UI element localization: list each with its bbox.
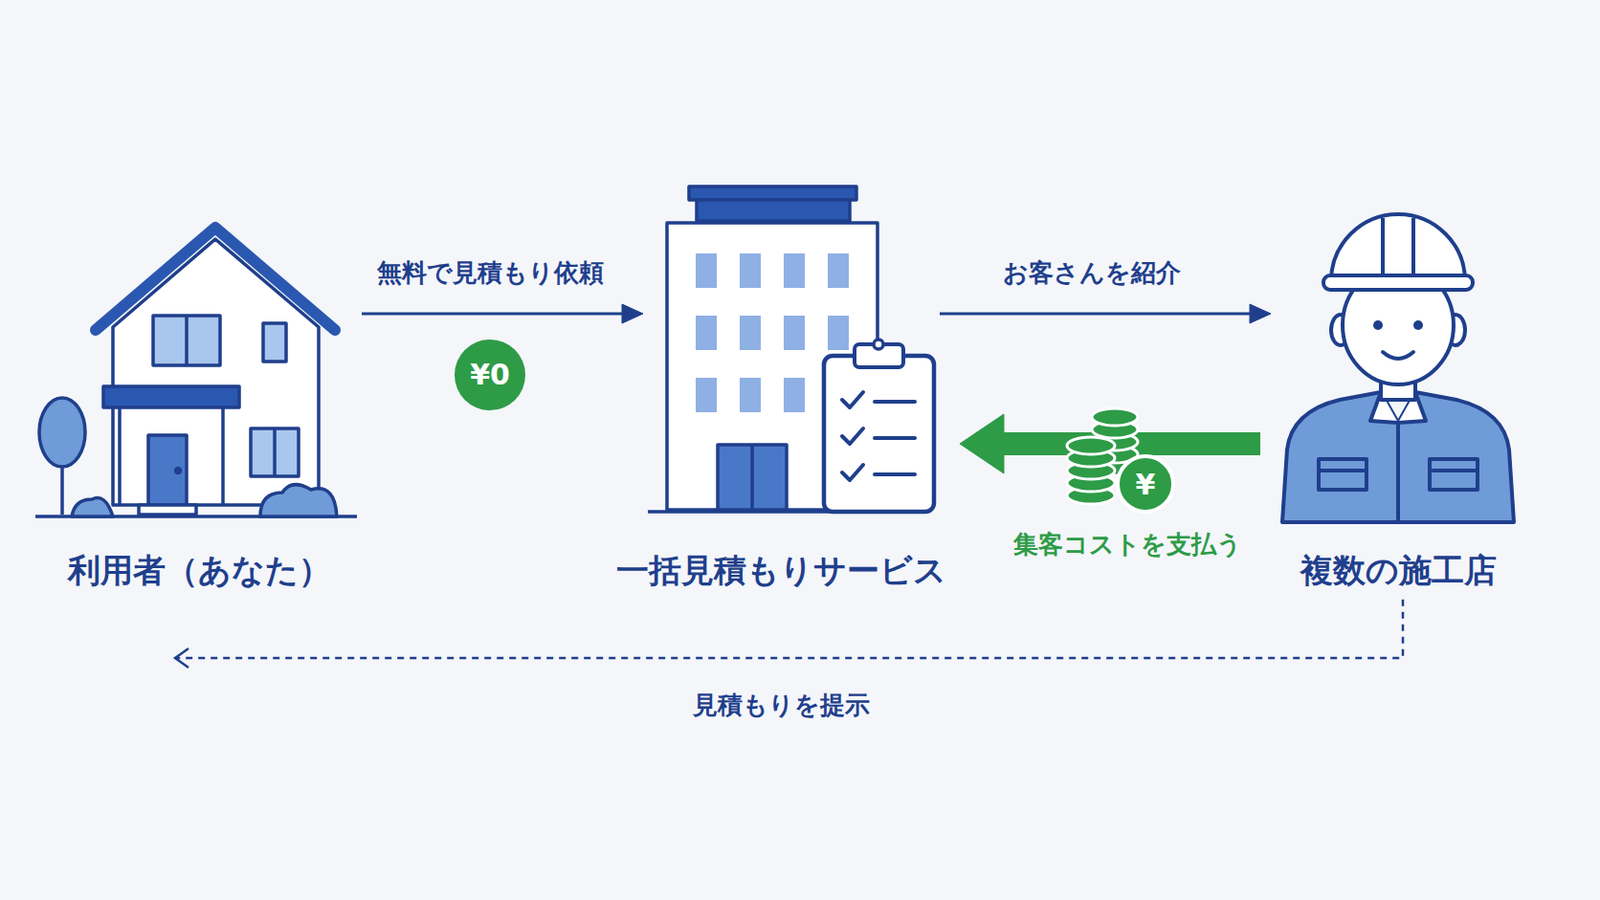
edge-label: 無料で見積もり依頼 (373, 258, 608, 289)
edge-label: 見積もりを提示 (688, 690, 874, 721)
house-icon (71, 497, 113, 517)
building-icon (750, 444, 755, 511)
price-badge: ¥0 (469, 360, 511, 390)
node-label: 複数の施工店 (1278, 551, 1519, 591)
connector-line (939, 312, 1252, 316)
icon-area (1280, 209, 1521, 523)
building-icon (717, 444, 787, 511)
house-icon (148, 435, 187, 506)
connector-line (175, 600, 1403, 659)
building-icon (739, 253, 761, 289)
arrowhead (622, 304, 644, 324)
node-label: 一括見積もりサービス (608, 551, 955, 591)
edge-label: お客さんを紹介 (999, 258, 1185, 289)
house-icon (35, 227, 357, 517)
worker-icon (1282, 392, 1514, 523)
worker-icon (1429, 468, 1478, 473)
house-icon (260, 485, 337, 517)
house-icon (272, 428, 277, 477)
building-icon (739, 377, 761, 413)
coin-stack (1091, 408, 1138, 426)
flow-arrow (361, 304, 644, 324)
node-label: 利用者（あなた） (38, 551, 360, 591)
icon-node: 一括見積もりサービス (608, 186, 955, 597)
coin-stack (1066, 437, 1115, 455)
arrowhead (1249, 304, 1271, 324)
yen-badge (454, 339, 526, 411)
building-icon (783, 253, 805, 289)
building-icon (874, 436, 915, 441)
icon-node: 複数の施工店 (1278, 209, 1519, 597)
worker-icon (1318, 459, 1367, 490)
building-icon (874, 472, 915, 477)
building-icon (696, 200, 850, 222)
worker-icon (1382, 352, 1414, 359)
worker-icon (1318, 468, 1367, 473)
edge-label: 集客コストを支払う (1009, 530, 1246, 560)
worker-icon (1373, 320, 1383, 331)
building-icon (842, 392, 915, 481)
house-icon (138, 505, 197, 515)
house-icon (153, 315, 221, 366)
building-icon (695, 253, 717, 289)
house-icon (184, 315, 189, 366)
building-icon (842, 392, 864, 408)
building-icon (842, 428, 864, 445)
icon-area (35, 224, 357, 521)
house-icon (250, 428, 299, 477)
worker-icon (1323, 275, 1473, 290)
building-icon (827, 253, 849, 289)
worker-icon (1396, 422, 1400, 523)
building-icon (873, 339, 884, 350)
house-icon (112, 239, 319, 506)
building-icon (739, 315, 761, 351)
building-icon (842, 465, 864, 481)
worker-icon (1331, 214, 1466, 282)
house-icon (263, 323, 287, 362)
building-icon (783, 377, 805, 413)
house-icon (103, 386, 240, 408)
connector-line (361, 312, 624, 316)
coin-stack (1117, 456, 1174, 512)
house-icon (221, 407, 225, 506)
arrowhead (959, 414, 1004, 474)
house-icon (39, 398, 86, 467)
worker-icon (1429, 459, 1478, 490)
worker-icon (1413, 320, 1423, 331)
coin-stack (1066, 408, 1174, 512)
worker-icon (1382, 218, 1414, 282)
building-icon (827, 315, 849, 351)
building-icon (647, 186, 934, 512)
building-icon (874, 400, 915, 404)
flow-arrow (939, 304, 1271, 324)
house-icon (117, 407, 122, 506)
building-icon (695, 315, 717, 351)
worker-icon (1282, 214, 1514, 523)
building-icon (783, 315, 805, 351)
icon-area (647, 186, 935, 515)
arrowhead (175, 648, 189, 668)
house-icon (176, 468, 181, 474)
currency-symbol: ¥ (1135, 470, 1156, 500)
building-icon (695, 377, 717, 413)
building-icon (823, 355, 934, 512)
flow-arrow (175, 600, 1403, 668)
icon-node: 利用者（あなた） (38, 224, 360, 597)
building-icon (688, 186, 857, 200)
